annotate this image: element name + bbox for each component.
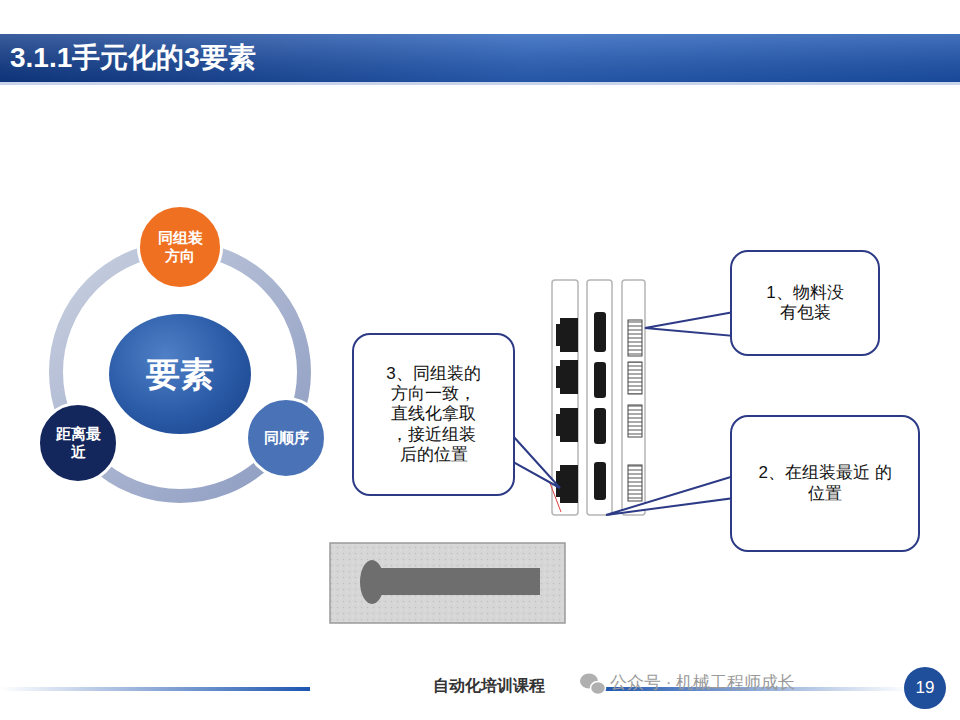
footer-course-name: 自动化培训课程 xyxy=(433,676,545,697)
node-text: 3、同组装的 方向一致， 直线化拿取 ，接近组装 后的位置 xyxy=(381,364,486,466)
footer-line xyxy=(0,687,310,691)
page-number-badge: 19 xyxy=(904,667,946,709)
callout-bubble: 1、物料没 有包装 xyxy=(730,250,880,356)
node-text: 1、物料没 有包装 xyxy=(758,283,853,324)
title-underline xyxy=(0,82,960,85)
callout-bubble: 2、在组装最近 的位置 xyxy=(730,415,920,552)
element-circle: 同组装 方向 xyxy=(137,204,223,290)
watermark: 公众号 · 机械工程师成长 xyxy=(610,671,795,694)
material-racks xyxy=(548,280,645,515)
node-text: 同顺序 xyxy=(264,429,309,447)
callout-bubble: 3、同组装的 方向一致， 直线化拿取 ，接近组装 后的位置 xyxy=(352,333,515,496)
node-text: 同组装 方向 xyxy=(154,229,206,265)
slide-title: 3.1.1手元化的3要素 xyxy=(10,40,256,76)
callout-tails xyxy=(513,312,734,515)
node-text: 距离最 近 xyxy=(52,425,104,461)
pin-in-tray xyxy=(330,543,565,623)
center-ellipse: 要素 xyxy=(109,314,251,434)
element-circle: 距离最 近 xyxy=(37,402,119,484)
node-text: 2、在组装最近 的位置 xyxy=(755,463,895,504)
node-text: 要素 xyxy=(146,354,214,395)
wechat-icon xyxy=(580,674,606,695)
title-band xyxy=(0,34,960,82)
node-text: 19 xyxy=(916,678,935,698)
element-circle: 同顺序 xyxy=(245,397,327,479)
title-band-shade xyxy=(0,34,960,82)
